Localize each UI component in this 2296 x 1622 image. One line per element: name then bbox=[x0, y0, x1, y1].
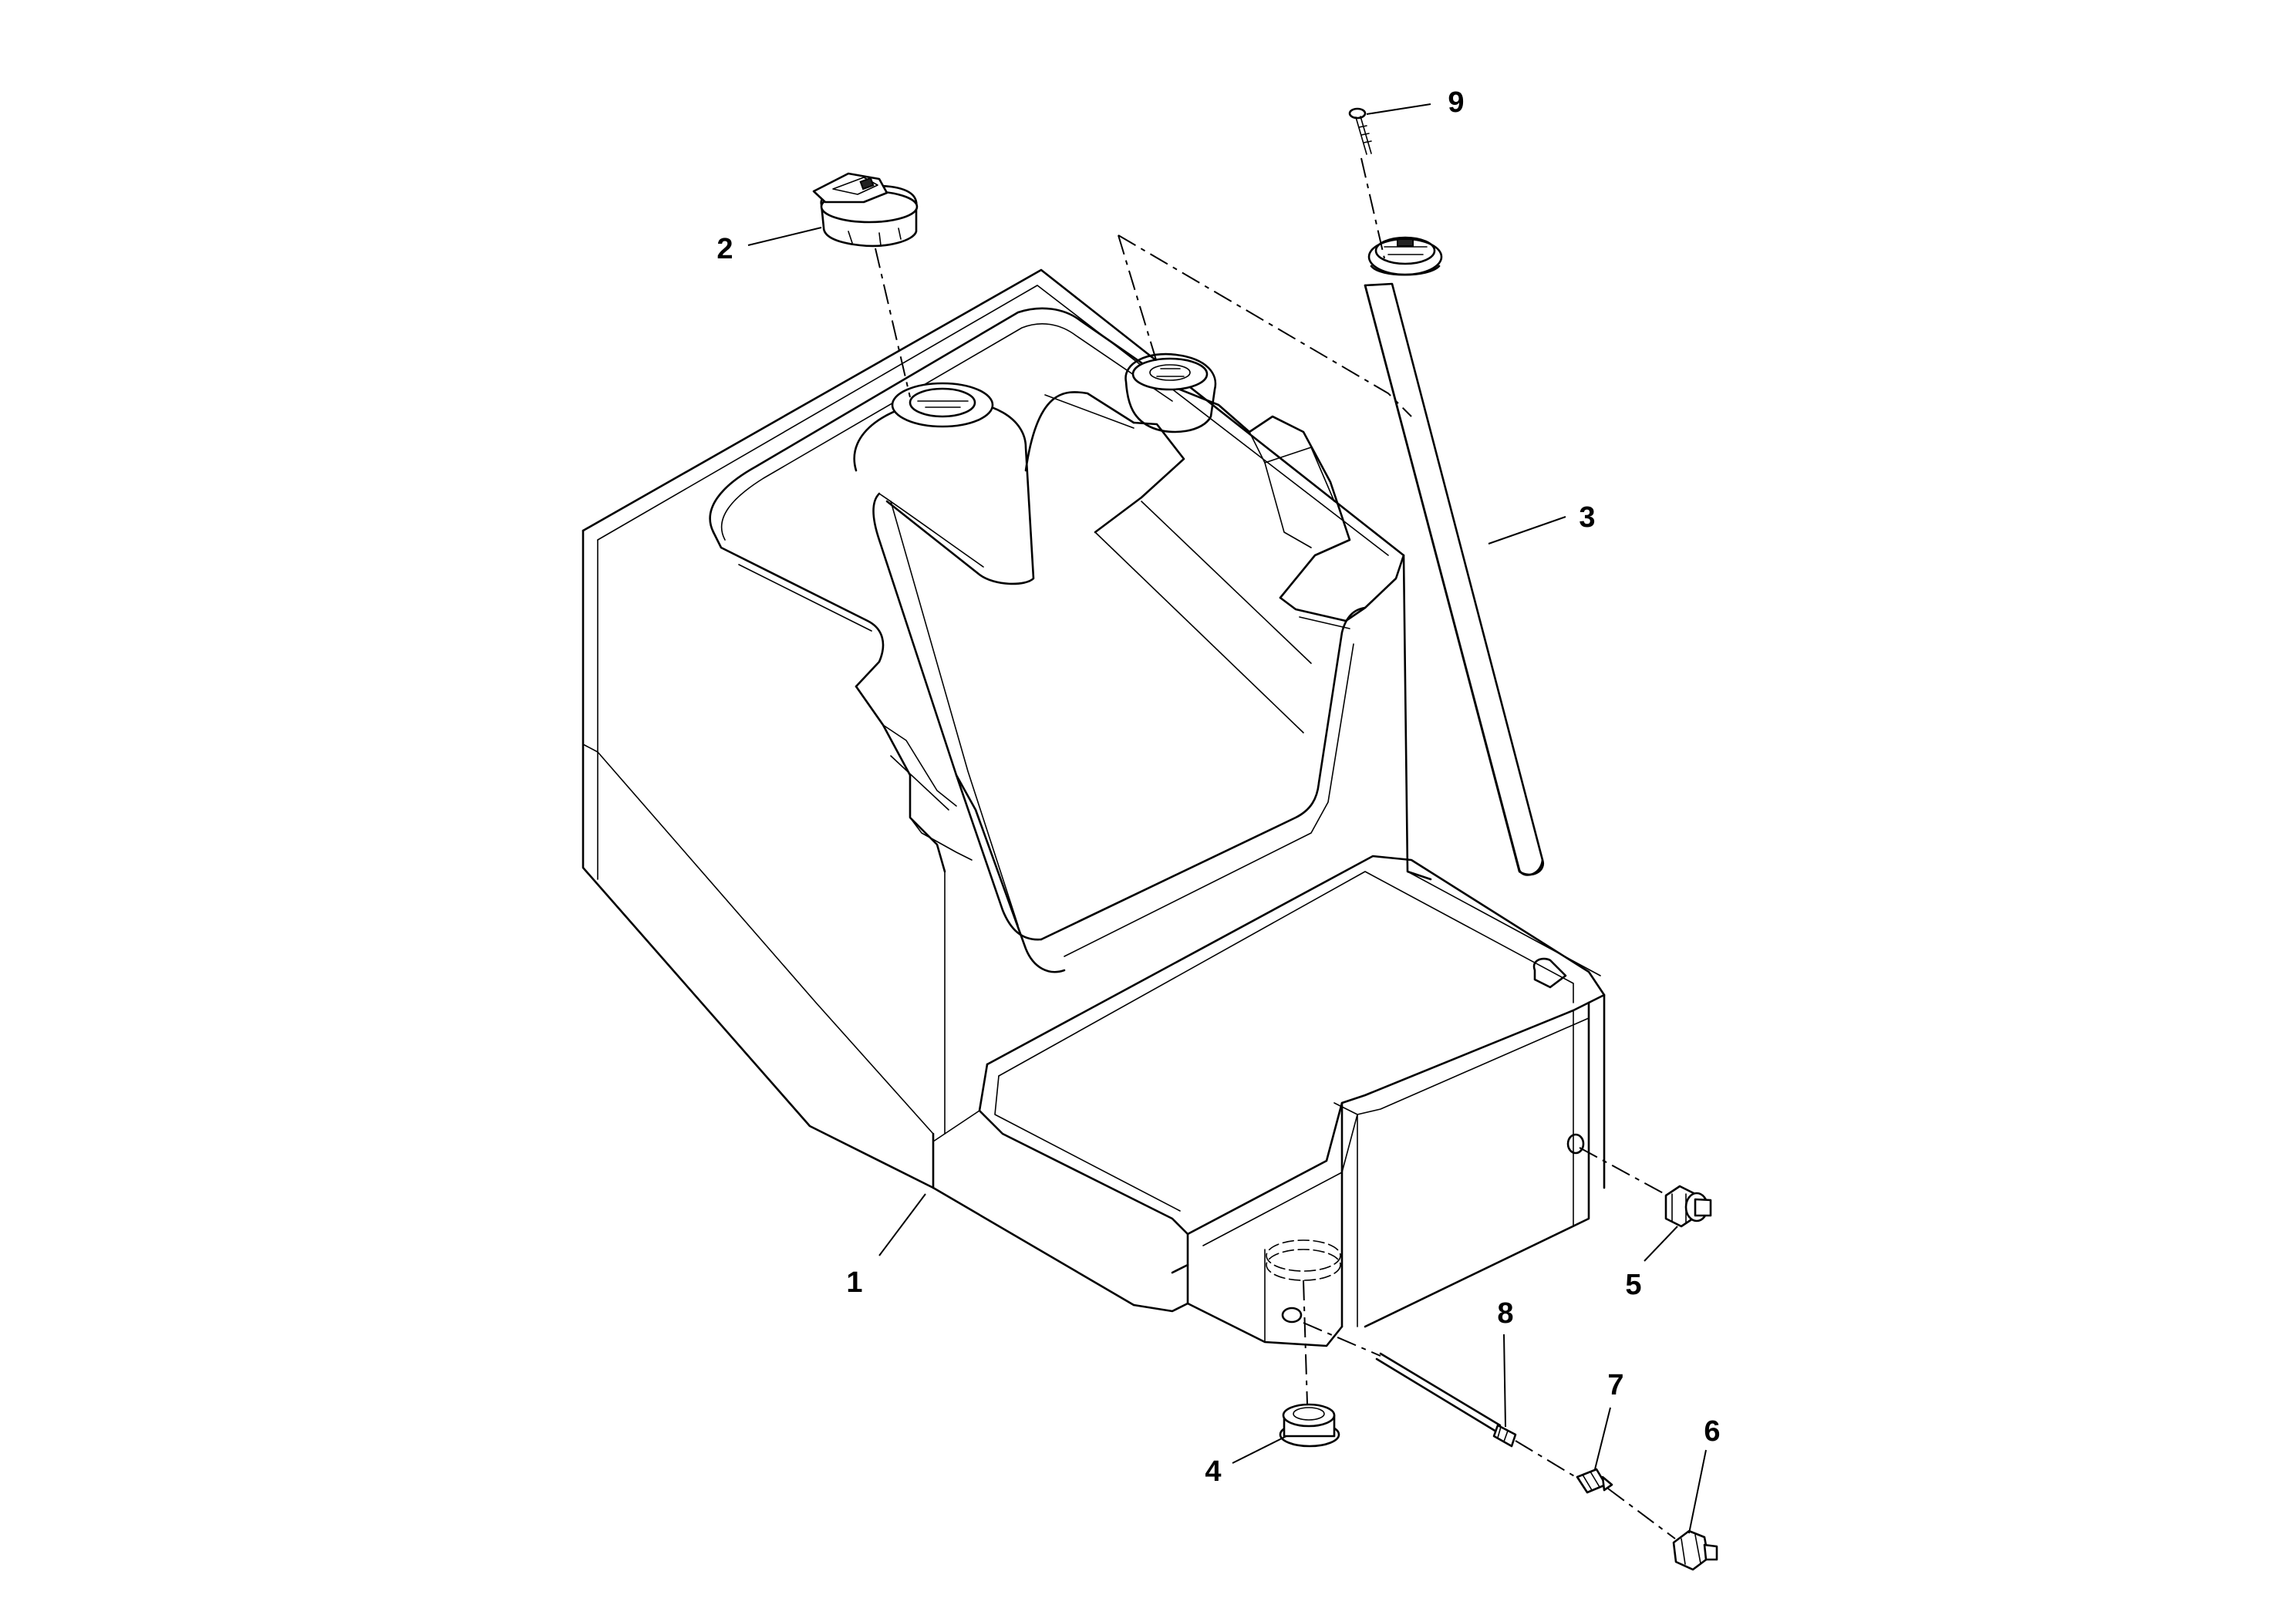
leader-5 bbox=[1644, 1226, 1678, 1262]
callout-labels: 1 2 3 4 5 6 7 8 9 bbox=[716, 86, 1720, 1488]
callout-9: 9 bbox=[1448, 86, 1464, 119]
drain-plug bbox=[1279, 1403, 1340, 1448]
leader-9 bbox=[1366, 103, 1431, 115]
callout-4: 4 bbox=[1205, 1455, 1221, 1488]
callout-2: 2 bbox=[716, 233, 733, 265]
leader-3 bbox=[1488, 516, 1566, 545]
sensor-nut bbox=[1672, 1529, 1718, 1571]
callout-1: 1 bbox=[846, 1266, 862, 1299]
fuel-tank-body bbox=[582, 268, 1606, 1347]
filler-cap bbox=[812, 172, 919, 248]
leader-8 bbox=[1503, 1334, 1506, 1428]
fitting bbox=[1576, 1468, 1613, 1494]
leader-1 bbox=[878, 1193, 926, 1256]
callout-7: 7 bbox=[1607, 1369, 1623, 1401]
screw bbox=[1348, 107, 1372, 155]
leader-2 bbox=[747, 227, 822, 246]
assembly-lines bbox=[875, 157, 1676, 1539]
sensor-probe bbox=[1375, 1352, 1517, 1448]
callout-3: 3 bbox=[1579, 501, 1595, 534]
leader-6 bbox=[1688, 1449, 1707, 1534]
callout-6: 6 bbox=[1704, 1415, 1720, 1448]
callout-8: 8 bbox=[1497, 1297, 1513, 1330]
fuel-sender-tube bbox=[1364, 236, 1545, 876]
leader-7 bbox=[1594, 1407, 1611, 1470]
leader-4 bbox=[1232, 1435, 1287, 1464]
callout-5: 5 bbox=[1625, 1269, 1641, 1301]
side-plug bbox=[1664, 1185, 1712, 1228]
leader-lines bbox=[747, 103, 1707, 1534]
